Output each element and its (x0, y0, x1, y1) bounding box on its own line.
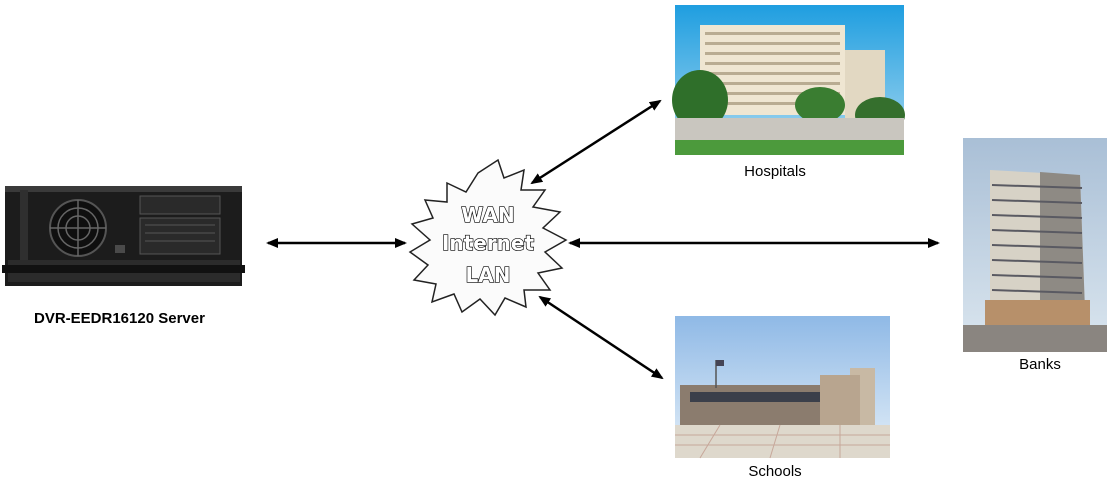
arrow-cloud-to-hospitals (530, 99, 662, 185)
schools-label: Schools (748, 463, 802, 480)
cloud-text-wan: WAN (461, 203, 514, 227)
server-label: DVR-EEDR16120 Server (34, 310, 205, 327)
hospital-image (672, 5, 905, 155)
arrow-cloud-to-schools (538, 295, 664, 380)
cloud-text-lan: LAN (466, 263, 511, 287)
school-image (675, 316, 890, 459)
bank-image (963, 138, 1107, 352)
dvr-server-image (2, 186, 245, 286)
cloud-starburst-shape (408, 158, 568, 317)
banks-label: Banks (1019, 356, 1061, 373)
cloud-text-internet: Internet (442, 231, 534, 255)
hospitals-label: Hospitals (744, 163, 806, 180)
network-cloud: WAN Internet LAN (408, 158, 568, 317)
